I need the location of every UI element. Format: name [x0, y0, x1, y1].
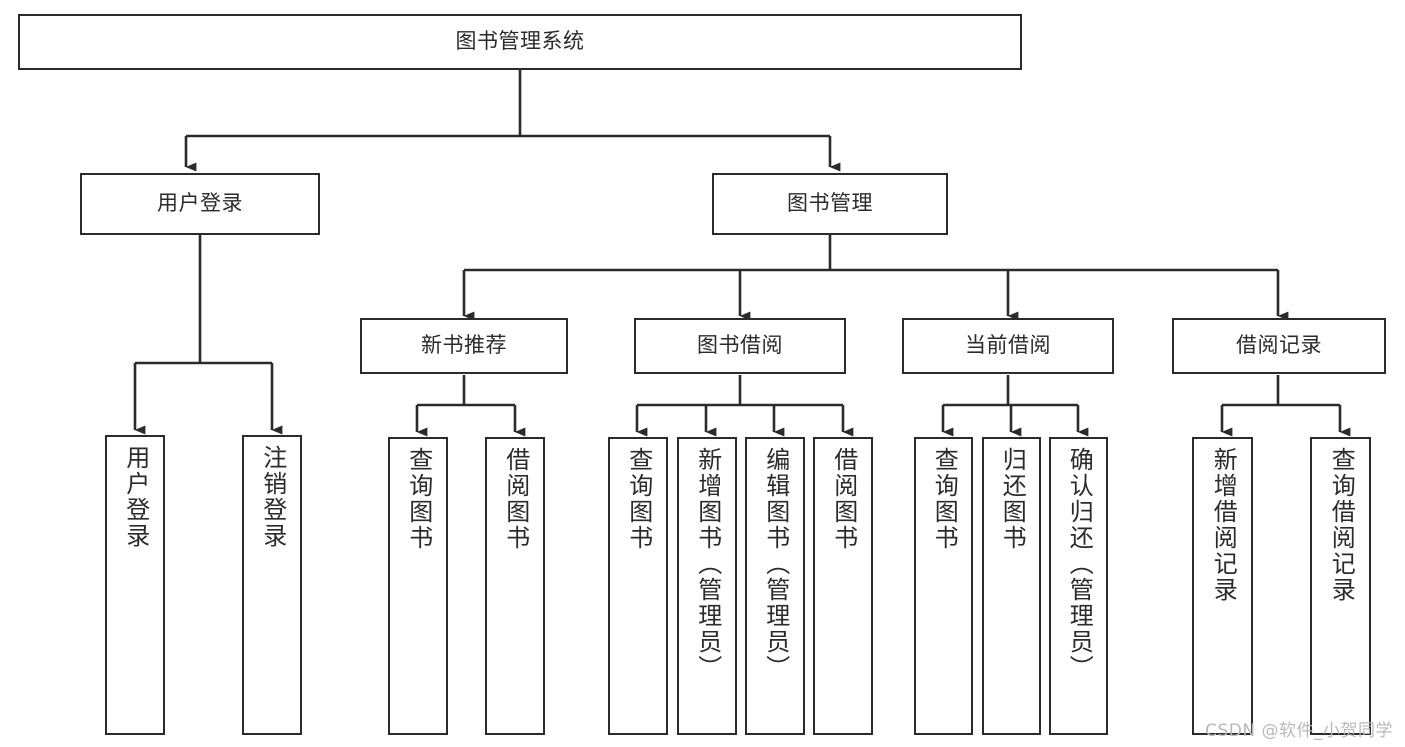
leaf-return-book[interactable]: 归还图书	[982, 437, 1041, 735]
leaf-edit-book-admin-label: 编辑图书（管理员）	[761, 447, 790, 681]
node-book-borrow-label: 图书借阅	[697, 333, 783, 358]
node-borrow-record-label: 借阅记录	[1236, 333, 1322, 358]
leaf-borrow-book-rec-label: 借阅图书	[501, 447, 530, 551]
node-book-manage[interactable]: 图书管理	[712, 173, 948, 235]
leaf-edit-book-admin[interactable]: 编辑图书（管理员）	[745, 437, 805, 735]
leaf-add-book-admin-label: 新增图书（管理员）	[693, 447, 722, 681]
node-new-book-recommend-label: 新书推荐	[421, 333, 507, 358]
node-current-borrow-label: 当前借阅	[965, 333, 1051, 358]
node-root-label: 图书管理系统	[455, 29, 585, 54]
leaf-query-book-rec-label: 查询图书	[404, 447, 433, 551]
leaf-borrow-book-rec[interactable]: 借阅图书	[485, 437, 545, 735]
leaf-return-book-label: 归还图书	[998, 447, 1027, 551]
node-borrow-record[interactable]: 借阅记录	[1172, 318, 1386, 374]
node-book-borrow[interactable]: 图书借阅	[634, 318, 846, 374]
leaf-borrow-book-label: 借阅图书	[829, 447, 858, 551]
node-root[interactable]: 图书管理系统	[18, 14, 1022, 70]
csdn-watermark: CSDN @软件_小贺同学	[1205, 721, 1393, 741]
node-user-login[interactable]: 用户登录	[80, 173, 320, 235]
leaf-add-borrow-record[interactable]: 新增借阅记录	[1192, 437, 1253, 735]
node-current-borrow[interactable]: 当前借阅	[902, 318, 1114, 374]
leaf-query-borrow-record-label: 查询借阅记录	[1327, 447, 1356, 603]
leaf-query-book-rec[interactable]: 查询图书	[388, 437, 448, 735]
leaf-query-borrow-record[interactable]: 查询借阅记录	[1310, 437, 1371, 735]
node-book-manage-label: 图书管理	[787, 191, 873, 216]
leaf-user-login[interactable]: 用户登录	[105, 435, 165, 735]
leaf-query-book-current[interactable]: 查询图书	[914, 437, 973, 735]
leaf-confirm-return-admin-label: 确认归还（管理员）	[1065, 447, 1094, 681]
leaf-query-book-borrow[interactable]: 查询图书	[608, 437, 668, 735]
leaf-logout[interactable]: 注销登录	[242, 435, 302, 735]
leaf-query-book-current-label: 查询图书	[930, 447, 959, 551]
leaf-add-borrow-record-label: 新增借阅记录	[1209, 447, 1238, 603]
leaf-user-login-label: 用户登录	[121, 445, 150, 549]
leaf-add-book-admin[interactable]: 新增图书（管理员）	[677, 437, 737, 735]
leaf-logout-label: 注销登录	[258, 445, 287, 549]
node-new-book-recommend[interactable]: 新书推荐	[360, 318, 568, 374]
leaf-query-book-borrow-label: 查询图书	[624, 447, 653, 551]
leaf-confirm-return-admin[interactable]: 确认归还（管理员）	[1049, 437, 1108, 735]
node-user-login-label: 用户登录	[157, 191, 243, 216]
leaf-borrow-book[interactable]: 借阅图书	[813, 437, 873, 735]
